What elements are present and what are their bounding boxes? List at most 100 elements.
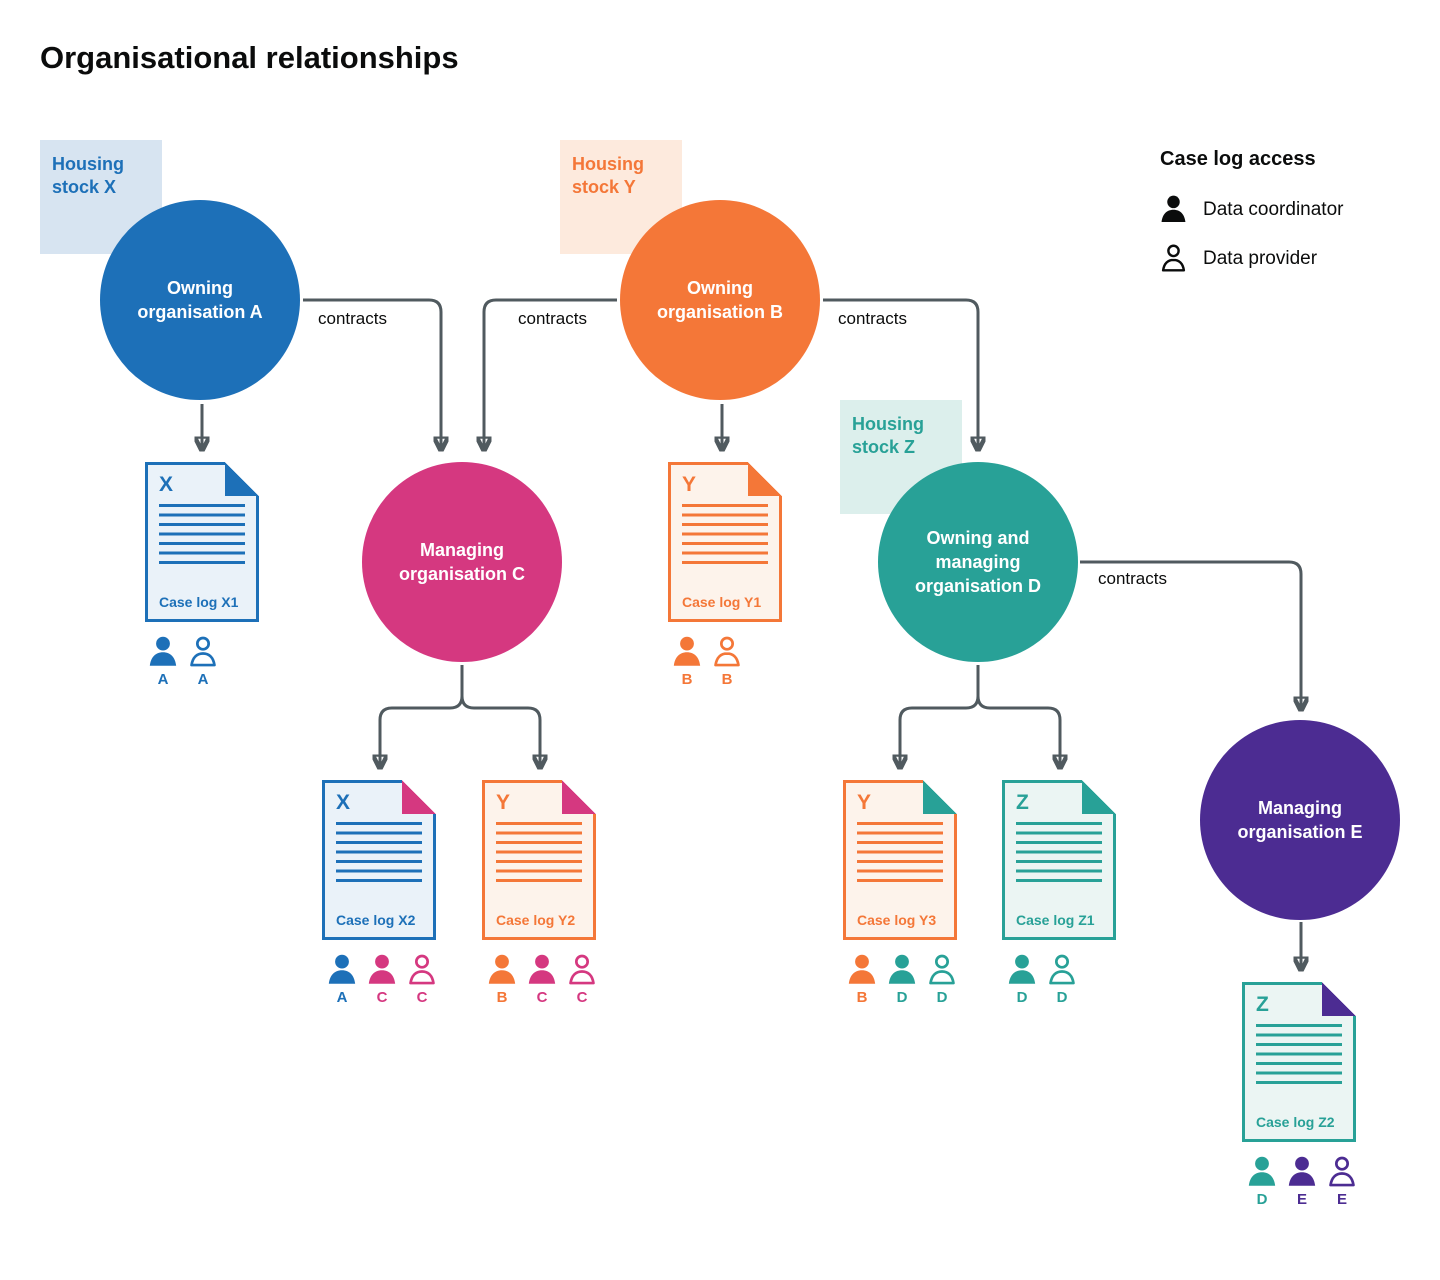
case-log-x1-document: X Case log X1 (145, 462, 259, 622)
access-person: E (1327, 1156, 1357, 1208)
legend-item-data-coordinator: Data coordinator (1160, 195, 1343, 224)
case-log-y1-access: B B (672, 636, 742, 688)
access-person: C (527, 954, 557, 1006)
case-log-x1-stock-letter: X (159, 473, 174, 496)
data-coordinator-icon (887, 954, 917, 986)
data-coordinator-icon (1247, 1156, 1277, 1188)
access-person-letter: B (496, 989, 508, 1006)
case-log-y2-document: Y Case log Y2 (482, 780, 596, 940)
access-person: C (407, 954, 437, 1006)
folded-corner-icon (748, 462, 782, 496)
data-provider-icon (567, 954, 597, 986)
access-person: B (847, 954, 877, 1006)
housing-stock-x-label: Housing stock X (52, 154, 124, 197)
access-person: D (1247, 1156, 1277, 1208)
contracts-label-b-d: contracts (838, 309, 907, 328)
access-person-letter: B (681, 671, 693, 688)
access-person: C (367, 954, 397, 1006)
data-coordinator-icon (148, 636, 178, 668)
access-person-letter: A (336, 989, 348, 1006)
legend-item-label: Data provider (1203, 247, 1318, 269)
access-person: A (148, 636, 178, 688)
data-coordinator-icon (367, 954, 397, 986)
access-person-letter: D (936, 989, 948, 1006)
case-log-access-legend: Case log access Data coordinator Data pr… (1160, 148, 1343, 293)
folded-corner-icon (402, 780, 436, 814)
housing-stock-z-label: Housing stock Z (852, 414, 924, 457)
org-circle-owning-managing-d: Owning and managing organisation D (878, 462, 1078, 662)
case-log-x2-label: Case log X2 (336, 912, 416, 928)
access-person: E (1287, 1156, 1317, 1208)
contracts-label-b-c: contracts (518, 309, 587, 328)
case-log-x2-document: X Case log X2 (322, 780, 436, 940)
case-log-x2-access: A C C (327, 954, 437, 1006)
data-coordinator-icon (327, 954, 357, 986)
housing-stock-y-label: Housing stock Y (572, 154, 644, 197)
document-text-lines (857, 822, 943, 886)
arrow-org-d-to-caselog-z1 (976, 665, 1060, 768)
arrow-org-d-to-caselog-y3 (900, 665, 980, 768)
folded-corner-icon (1082, 780, 1116, 814)
access-person-letter: D (1256, 1191, 1268, 1208)
arrow-org-c-to-caselog-x2 (380, 665, 464, 768)
document-text-lines (682, 504, 768, 568)
page-title: Organisational relationships (40, 40, 459, 75)
org-c-label: Managing organisation C (398, 539, 525, 584)
access-person-letter: E (1336, 1191, 1347, 1208)
access-person: C (567, 954, 597, 1006)
data-coordinator-icon (1160, 195, 1187, 224)
case-log-z1-label: Case log Z1 (1016, 912, 1095, 928)
org-circle-owning-a: Owning organisation A (100, 200, 300, 400)
data-coordinator-icon (487, 954, 517, 986)
document-text-lines (1256, 1024, 1342, 1088)
data-provider-icon (188, 636, 218, 668)
access-person-letter: D (1016, 989, 1028, 1006)
case-log-x1-label: Case log X1 (159, 594, 239, 610)
org-circle-managing-e: Managing organisation E (1200, 720, 1400, 920)
access-person-letter: C (536, 989, 548, 1006)
contracts-label-a-c: contracts (318, 309, 387, 328)
case-log-y3-stock-letter: Y (857, 791, 872, 814)
case-log-z2-stock-letter: Z (1256, 993, 1269, 1016)
access-person: D (1007, 954, 1037, 1006)
case-log-y1-stock-letter: Y (682, 473, 697, 496)
folded-corner-icon (225, 462, 259, 496)
data-provider-icon (407, 954, 437, 986)
access-person: B (487, 954, 517, 1006)
legend-item-label: Data coordinator (1203, 198, 1344, 220)
folded-corner-icon (562, 780, 596, 814)
access-person: A (327, 954, 357, 1006)
document-text-lines (336, 822, 422, 886)
data-coordinator-icon (1007, 954, 1037, 986)
access-person-letter: A (157, 671, 169, 688)
data-coordinator-icon (672, 636, 702, 668)
access-person-letter: E (1296, 1191, 1307, 1208)
case-log-z2-label: Case log Z2 (1256, 1114, 1335, 1130)
arrow-org-c-to-caselog-y2 (460, 665, 540, 768)
case-log-z2-document: Z Case log Z2 (1242, 982, 1356, 1142)
access-person-letter: B (856, 989, 868, 1006)
org-a-label: Owning organisation A (137, 277, 263, 322)
data-coordinator-icon (527, 954, 557, 986)
access-person: D (887, 954, 917, 1006)
folded-corner-icon (923, 780, 957, 814)
document-text-lines (1016, 822, 1102, 886)
data-provider-icon (712, 636, 742, 668)
case-log-y1-document: Y Case log Y1 (668, 462, 782, 622)
legend-title: Case log access (1160, 148, 1316, 170)
folded-corner-icon (1322, 982, 1356, 1016)
case-log-z2-access: D E E (1247, 1156, 1357, 1208)
data-provider-icon (1327, 1156, 1357, 1188)
contracts-label-d-e: contracts (1098, 569, 1167, 588)
data-coordinator-icon (1287, 1156, 1317, 1188)
case-log-y2-access: B C C (487, 954, 597, 1006)
access-person-letter: A (197, 671, 209, 688)
access-person: B (672, 636, 702, 688)
data-provider-icon (927, 954, 957, 986)
access-person-letter: B (721, 671, 733, 688)
access-person: D (1047, 954, 1077, 1006)
org-e-label: Managing organisation E (1237, 797, 1363, 842)
access-person-letter: D (1056, 989, 1068, 1006)
case-log-z1-access: D D (1007, 954, 1077, 1006)
